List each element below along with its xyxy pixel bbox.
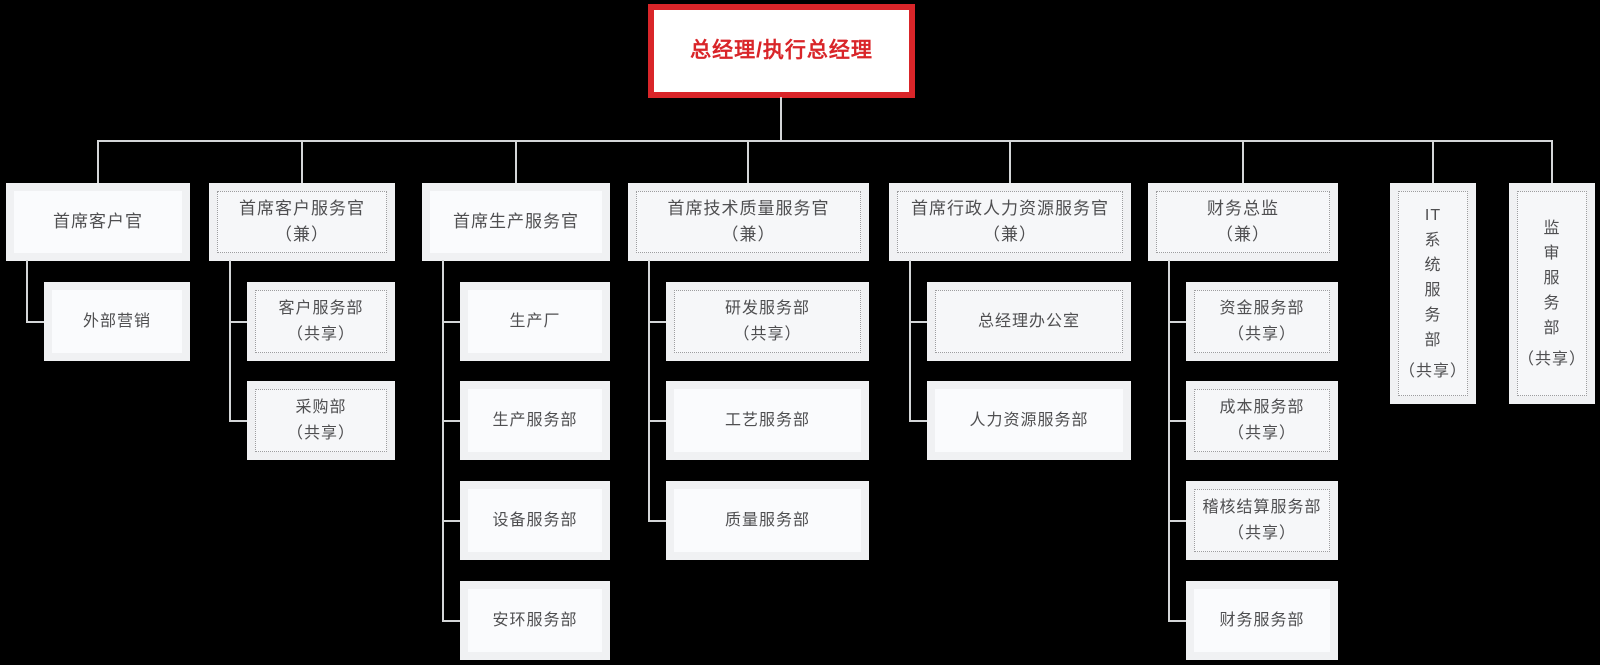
org-node: 客户服务部 （共享） — [247, 282, 395, 361]
connector-trunk — [442, 260, 444, 622]
connector-elbow — [909, 420, 927, 422]
org-node: 稽核结算服务部 （共享） — [1186, 481, 1338, 560]
org-node-subtitle: （兼） — [721, 225, 776, 244]
connector-trunk — [648, 260, 650, 522]
connector-elbow — [26, 321, 44, 323]
org-node-subtitle: （共享） — [1227, 325, 1296, 343]
connector-trunk — [909, 260, 911, 422]
org-node-title: 客户服务部 — [278, 299, 364, 317]
connector-elbow — [229, 321, 247, 323]
root-node-title: 总经理/执行总经理 — [690, 39, 873, 62]
org-node-title: 总经理办公室 — [977, 312, 1080, 330]
org-node-title: 首席行政人力资源服务官 — [911, 199, 1109, 218]
org-node-title: 财务服务部 — [1219, 611, 1305, 629]
org-node: 成本服务部 （共享） — [1186, 381, 1338, 460]
connector-branch-stub — [1009, 140, 1011, 183]
org-node: 生产服务部 — [460, 381, 610, 460]
org-node-title: 财务总监 — [1207, 199, 1279, 218]
org-node-subtitle: （共享） — [1227, 424, 1296, 442]
connector-elbow — [1168, 520, 1186, 522]
connector-elbow — [442, 620, 460, 622]
connector-trunk — [1168, 260, 1170, 622]
root-node: 总经理/执行总经理 — [648, 4, 915, 98]
org-node-title: 安环服务部 — [492, 611, 578, 629]
connector-elbow — [1168, 620, 1186, 622]
org-node-title: 生产厂 — [509, 312, 561, 330]
org-node: IT 系 统 服 务 部 （共享） — [1390, 183, 1476, 404]
org-node-title: 监 — [1543, 219, 1561, 237]
connector-elbow — [1168, 321, 1186, 323]
org-node: 财务总监 （兼） — [1148, 183, 1338, 261]
org-node: 资金服务部 （共享） — [1186, 282, 1338, 361]
connector-elbow — [909, 321, 927, 323]
org-node: 质量服务部 — [666, 481, 869, 560]
connector-branch-stub — [1242, 140, 1244, 183]
org-node-title: 质量服务部 — [724, 511, 810, 529]
org-node-subtitle: （共享） — [286, 325, 355, 343]
org-node-title: 生产服务部 — [492, 411, 578, 429]
org-node-title: 首席技术质量服务官 — [667, 199, 830, 218]
connector-branch-stub — [1432, 140, 1434, 183]
connector-branch-stub — [515, 140, 517, 183]
org-node-title: 工艺服务部 — [724, 411, 810, 429]
org-node: 设备服务部 — [460, 481, 610, 560]
connector-elbow — [648, 520, 666, 522]
org-node-subtitle: （共享） — [286, 424, 355, 442]
connector-elbow — [442, 420, 460, 422]
org-node-title: 首席客户服务官 — [239, 199, 365, 218]
org-node: 安环服务部 — [460, 581, 610, 660]
org-node: 生产厂 — [460, 282, 610, 361]
org-node-title: 人力资源服务部 — [969, 411, 1089, 429]
connector-elbow — [1168, 420, 1186, 422]
org-node-subtitle: （兼） — [983, 225, 1037, 244]
org-node-subtitle: （兼） — [1216, 225, 1270, 244]
org-node: 工艺服务部 — [666, 381, 869, 460]
org-node: 首席生产服务官 — [422, 183, 610, 261]
org-node-title: 资金服务部 — [1219, 299, 1305, 317]
org-node-title: 成本服务部 — [1219, 398, 1305, 416]
org-node: 总经理办公室 — [927, 282, 1131, 361]
org-node-subtitle: （共享） — [1518, 350, 1587, 368]
org-node-subtitle: （共享） — [733, 325, 802, 343]
org-node-subtitle: （兼） — [275, 225, 329, 244]
org-node: 人力资源服务部 — [927, 381, 1131, 460]
connector-branch-stub — [97, 140, 99, 183]
org-node: 采购部 （共享） — [247, 381, 395, 460]
org-node: 财务服务部 — [1186, 581, 1338, 660]
org-node-title: 设备服务部 — [492, 511, 578, 529]
org-node: 首席行政人力资源服务官 （兼） — [889, 183, 1131, 261]
connector-elbow — [442, 321, 460, 323]
org-node-title: IT — [1424, 207, 1442, 224]
org-node-title: 研发服务部 — [724, 299, 810, 317]
org-node-title: 稽核结算服务部 — [1202, 498, 1322, 516]
connector-trunk — [26, 260, 28, 323]
org-node-title: 首席生产服务官 — [453, 212, 579, 231]
connector-elbow — [648, 321, 666, 323]
org-node: 监 审 服 务 部 （共享） — [1509, 183, 1595, 404]
connector-branch-stub — [301, 140, 303, 183]
connector-elbow — [229, 420, 247, 422]
org-node-title: 首席客户官 — [53, 212, 143, 231]
org-node-title: 采购部 — [295, 398, 347, 416]
connector-elbow — [442, 520, 460, 522]
org-node: 首席客户官 — [6, 183, 190, 261]
org-node: 首席客户服务官 （兼） — [209, 183, 395, 261]
connector-branch-stub — [1551, 140, 1553, 183]
org-node-subtitle: （共享） — [1227, 524, 1296, 542]
connector-root-stub — [780, 97, 782, 141]
org-node: 研发服务部 （共享） — [666, 282, 869, 361]
org-node-subtitle: （共享） — [1399, 363, 1468, 380]
org-node: 外部营销 — [44, 282, 190, 361]
connector-branch-stub — [747, 140, 749, 183]
connector-trunk — [229, 260, 231, 422]
org-node-title: 外部营销 — [82, 312, 151, 330]
org-node: 首席技术质量服务官 （兼） — [628, 183, 869, 261]
connector-elbow — [648, 420, 666, 422]
connector-main-horizontal — [97, 140, 1553, 142]
